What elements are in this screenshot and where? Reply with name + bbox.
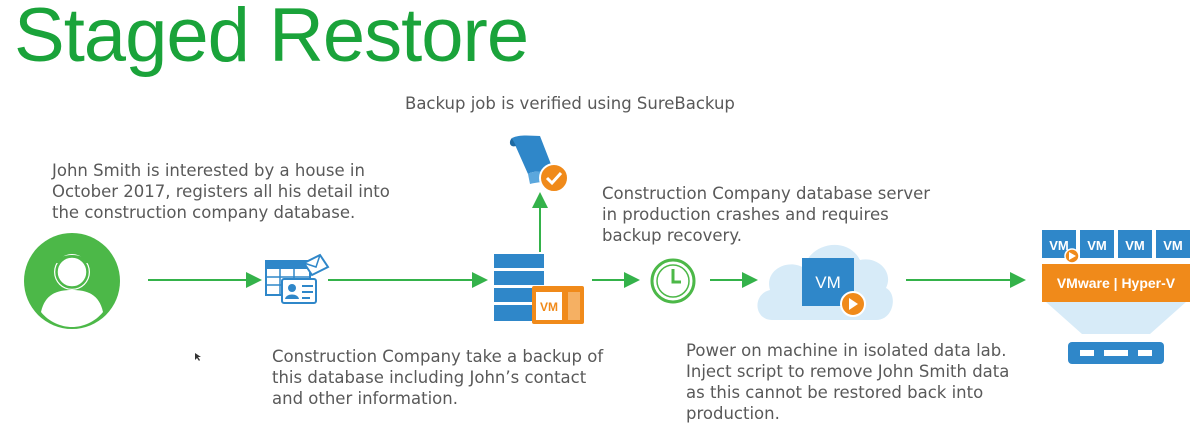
caption-line: Construction Company take a backup of: [272, 347, 604, 366]
caption-line: October 2017, registers all his detail i…: [52, 182, 390, 201]
vm-grid-label-2: VM: [1087, 238, 1107, 253]
datalab-caption: Power on machine in isolated data lab. I…: [686, 340, 1009, 424]
caption-line: Construction Company database server: [602, 184, 931, 203]
page-title: Staged Restore: [14, 0, 529, 78]
mouse-cursor-icon: [195, 353, 201, 361]
vm-grid-label-4: VM: [1163, 238, 1183, 253]
person-icon: [24, 233, 120, 329]
cloud-vm-icon: VM: [757, 244, 893, 320]
crash-caption: Construction Company database server in …: [602, 183, 930, 246]
surebackup-caption: Backup job is verified using SureBackup: [405, 93, 735, 114]
clock-icon: [650, 258, 696, 304]
cloud-vm-label: VM: [815, 273, 841, 292]
vm-grid-label-3: VM: [1125, 238, 1145, 253]
caption-line: production.: [686, 404, 780, 423]
caption-line: Inject script to remove John Smith data: [686, 362, 1010, 381]
caption-line: Power on machine in isolated data lab.: [686, 341, 1007, 360]
caption-line: in production crashes and requires: [602, 205, 889, 224]
hypervisor-icon: VM VM VM VM VMware | Hyper-V: [1040, 230, 1192, 374]
backup-caption: Construction Company take a backup of th…: [272, 346, 603, 409]
caption-line: John Smith is interested by a house in: [52, 161, 365, 180]
server-stack-icon: VM: [494, 254, 584, 324]
hypervisor-label: VMware | Hyper-V: [1057, 275, 1176, 291]
caption-line: and other information.: [272, 389, 458, 408]
database-contact-icon: [265, 253, 330, 304]
caption-line: backup recovery.: [602, 226, 742, 245]
caption-line: as this cannot be restored back into: [686, 383, 984, 402]
backup-vm-label: VM: [540, 300, 558, 314]
scroll-check-icon: [509, 135, 569, 193]
caption-line: this database including John’s contact: [272, 368, 587, 387]
caption-line: Backup job is verified using SureBackup: [405, 94, 735, 113]
vm-grid-label-1: VM: [1049, 238, 1069, 253]
customer-caption: John Smith is interested by a house in O…: [52, 160, 390, 223]
caption-line: the construction company database.: [52, 203, 356, 222]
